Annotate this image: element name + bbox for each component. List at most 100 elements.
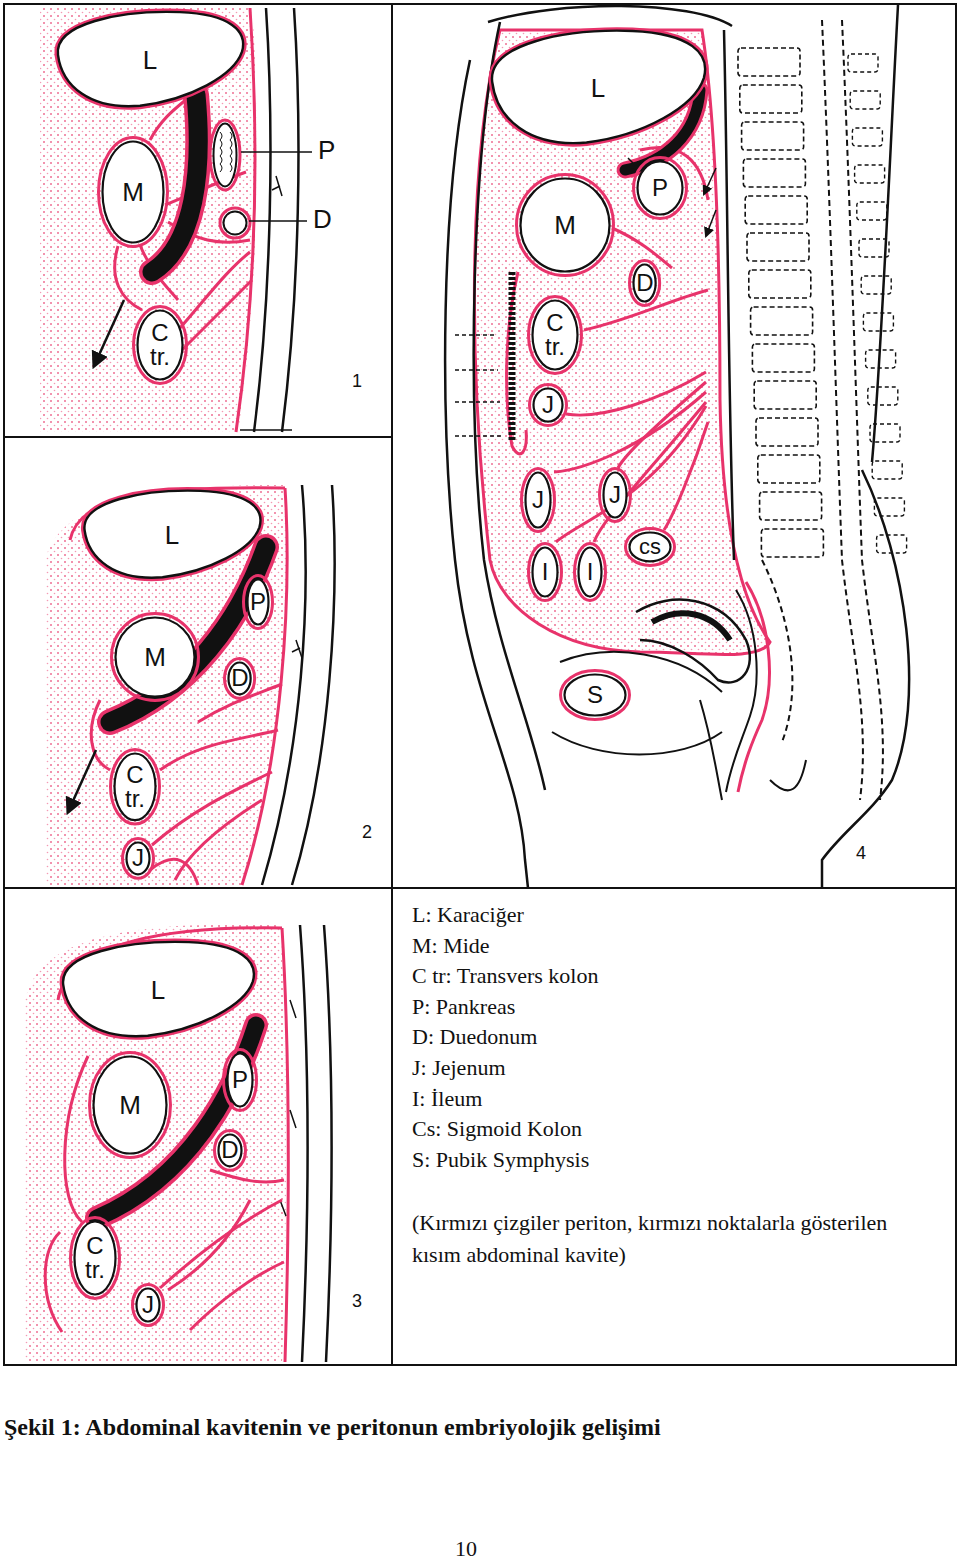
- panel-number: 1: [350, 372, 364, 392]
- organ-label-box: L: [165, 522, 179, 548]
- organ-oval: M: [110, 612, 200, 702]
- fold-marker: [455, 369, 498, 371]
- key-entry: M: Mide: [412, 931, 598, 962]
- liver-shape: L: [77, 487, 267, 583]
- figure-caption: Şekil 1: Abdominal kavitenin ve peritonu…: [4, 1413, 661, 1442]
- organ-label-box: C tr.: [150, 321, 170, 369]
- organ-label: J: [142, 1293, 154, 1317]
- liver-shape: L: [50, 8, 250, 112]
- posterior-wall: [724, 30, 734, 560]
- organ-label: D: [636, 271, 653, 295]
- organ-label: J: [132, 846, 144, 870]
- vertebra: [756, 418, 818, 446]
- organ-wall: [565, 675, 626, 716]
- vertebra: [743, 159, 805, 187]
- peritoneum-ring: [134, 307, 187, 384]
- organ-oval: M: [88, 1051, 172, 1159]
- pancreas: [210, 120, 240, 190]
- body-wall: [254, 8, 270, 432]
- organ-oval: C tr.: [527, 295, 583, 375]
- peritoneum-ring: [626, 529, 675, 566]
- organ-label: I: [587, 560, 594, 584]
- organ-oval: D: [628, 259, 661, 307]
- spinous-process: [852, 128, 882, 146]
- organ-oval: J: [520, 467, 556, 533]
- organ-label-box: cs: [639, 536, 661, 558]
- organ-label: M: [122, 179, 144, 205]
- organ-label: L: [591, 75, 605, 101]
- peritoneum-ring: [600, 469, 631, 522]
- panel-number: 4: [854, 844, 868, 864]
- organ-oval: M: [97, 136, 169, 248]
- mesentery: [168, 1200, 250, 1290]
- panel-frame: 4LMPDC tr.JJJIIcsS: [392, 4, 956, 888]
- panel-frame: 3LMPDC tr.J: [4, 888, 392, 1365]
- bladder-wall: [552, 732, 722, 755]
- organ-label: J: [542, 393, 554, 417]
- organ-label: P: [250, 590, 266, 614]
- body-wall: [324, 925, 332, 1362]
- organ-label-box: J: [609, 483, 621, 507]
- peritoneum-ring: [529, 297, 582, 374]
- panel-grid: [4, 4, 956, 1365]
- peritoneum-ring: [517, 175, 614, 276]
- abdominal-cavity: [40, 8, 257, 432]
- peritoneum-ring: [244, 576, 273, 629]
- organ-label: M: [144, 644, 166, 670]
- peritoneum-ring: [99, 138, 168, 247]
- organ-label: P: [652, 176, 668, 200]
- organ-oval: M: [515, 173, 615, 277]
- rectum: [738, 582, 769, 792]
- liver-shape: L: [55, 938, 261, 1042]
- organ-wall: [94, 1057, 167, 1154]
- back-outline: [872, 5, 898, 462]
- peritoneum-ring: [492, 31, 705, 143]
- organ-label-box: D: [636, 271, 653, 295]
- panel-grid: [240, 429, 292, 431]
- mesentery: [190, 1262, 284, 1330]
- organ-wall: [219, 1134, 242, 1166]
- organ-wall: [248, 580, 269, 625]
- peritoneum-ring: [84, 491, 260, 578]
- vertebra: [754, 381, 816, 409]
- organ-wall: [127, 842, 150, 874]
- organ-wall: [526, 473, 551, 528]
- spinous-process: [855, 165, 885, 183]
- mesentery: [45, 1232, 62, 1332]
- panel-frame: 2LMPDC tr.J: [4, 437, 392, 888]
- panel-number: 3: [350, 1292, 364, 1312]
- mesentery: [507, 272, 527, 454]
- organ-oval: P: [632, 156, 688, 220]
- organ-label-box: M: [554, 212, 576, 238]
- organ-label-box: J: [542, 393, 554, 417]
- organ-label-box: M: [144, 644, 166, 670]
- organ-label: M: [554, 212, 576, 238]
- organ-label: S: [587, 683, 603, 707]
- fold-marker: [455, 335, 503, 436]
- organ-oval: C tr.: [69, 1216, 121, 1300]
- organ-wall: [228, 1054, 253, 1107]
- organ-label-box: C tr.: [125, 763, 145, 811]
- spinous-process: [866, 350, 896, 368]
- vertebra: [761, 529, 823, 557]
- organ-wall: [604, 473, 627, 518]
- fold-marker: [455, 435, 503, 437]
- peritoneum-ring: [111, 750, 160, 825]
- note-text: (Kırmızı çizgiler periton, kırmızı nokta…: [412, 1207, 892, 1271]
- peritoneum-outline: [474, 30, 770, 655]
- vertebra: [745, 196, 807, 224]
- peritoneum-ring: [529, 544, 562, 601]
- organ-oval: J: [598, 467, 632, 523]
- peritoneum-ring: [63, 942, 254, 1036]
- organ-label-box: S: [587, 683, 603, 707]
- abdominal-cavity: [25, 924, 286, 1362]
- organ-label: cs: [639, 536, 661, 558]
- body-wall: [282, 8, 298, 432]
- panel-grid: [4, 4, 956, 1365]
- organ-label: C tr.: [545, 311, 565, 359]
- organ-wall: [103, 142, 164, 243]
- peritoneum-ring: [58, 12, 243, 106]
- flow-arrow: [706, 210, 716, 236]
- pelvic-floor: [700, 700, 806, 800]
